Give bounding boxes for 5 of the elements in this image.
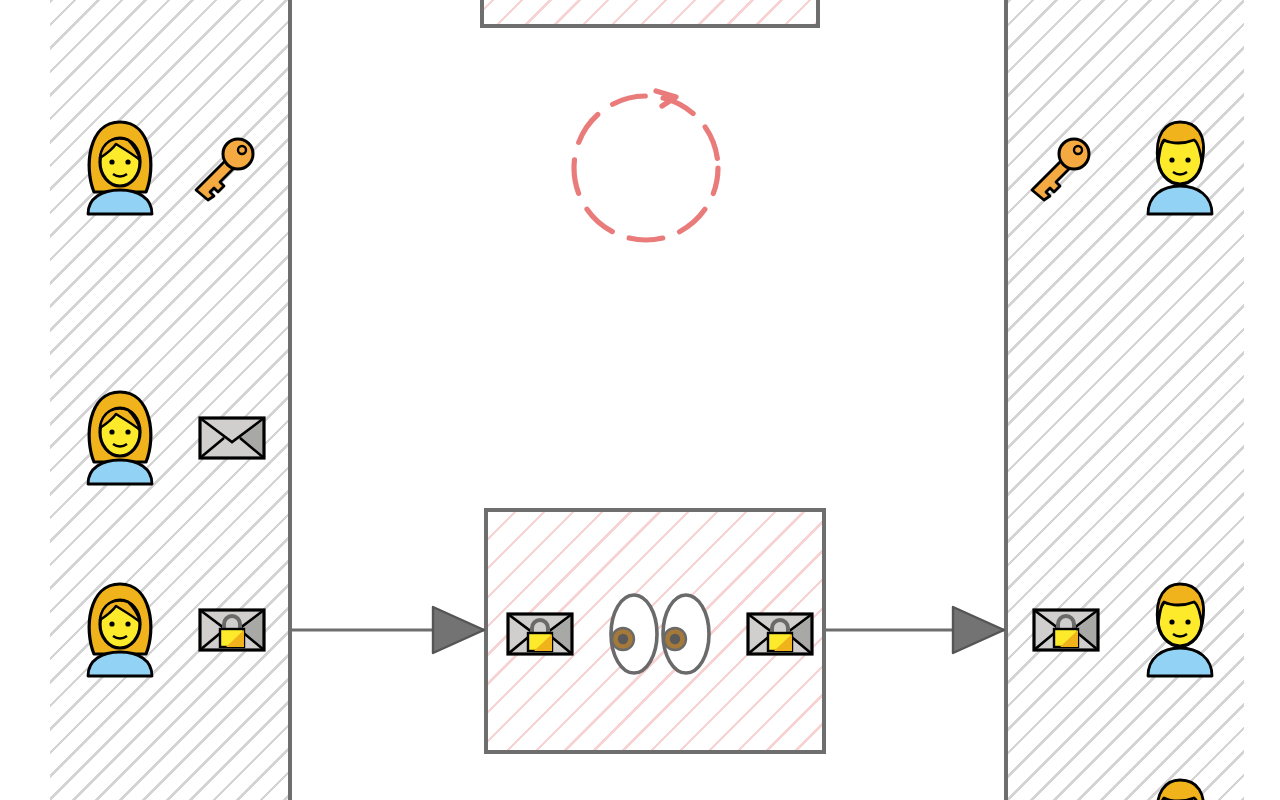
arrow (826, 605, 1006, 655)
hatched-box (484, 508, 826, 754)
hatched-panel (50, 0, 292, 800)
hatched-panel (1004, 0, 1244, 800)
arrow (292, 605, 486, 655)
